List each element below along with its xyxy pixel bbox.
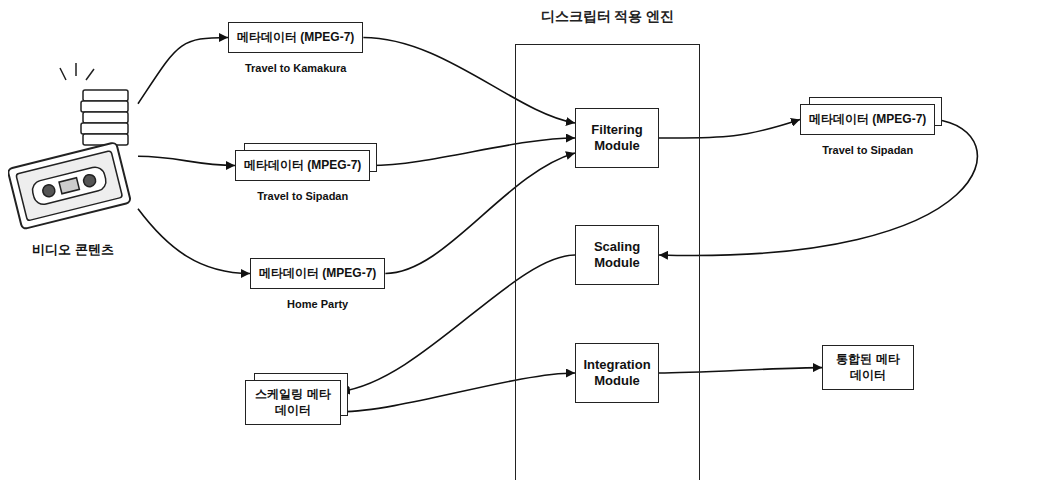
box-frame: 메타데이터 (MPEG-7) bbox=[235, 150, 370, 181]
flow-arrow bbox=[370, 138, 575, 166]
output-box: 통합된 메타데이터 bbox=[822, 345, 914, 390]
flow-arrow bbox=[138, 209, 250, 274]
box-label: 메타데이터 (MPEG-7) bbox=[259, 265, 376, 282]
box-caption: Travel to Kamakura bbox=[245, 62, 347, 74]
content-label: 비디오 콘텐츠 bbox=[32, 241, 114, 259]
module-box: Filtering Module bbox=[575, 108, 659, 168]
flow-arrow bbox=[138, 38, 228, 104]
video-content: 비디오 콘텐츠 bbox=[8, 60, 138, 259]
metadata-box: 메타데이터 (MPEG-7) Home Party bbox=[250, 258, 385, 310]
engine-box: 디스크립터 적용 엔진 Filtering ModuleScaling Modul… bbox=[515, 8, 700, 480]
box-label: 메타데이터 (MPEG-7) bbox=[244, 157, 361, 174]
module-label: Integration Module bbox=[582, 357, 652, 390]
box-label: 통합된 메타데이터 bbox=[831, 352, 905, 383]
box-label: 메타데이터 (MPEG-7) bbox=[809, 111, 926, 128]
flow-arrow bbox=[363, 38, 575, 124]
flow-arrow bbox=[138, 156, 235, 165]
module-label: Scaling Module bbox=[582, 239, 652, 272]
box-label: 메타데이터 (MPEG-7) bbox=[237, 29, 354, 46]
box-frame: 통합된 메타데이터 bbox=[822, 345, 914, 390]
metadata-box: 메타데이터 (MPEG-7) Travel to Kamakura bbox=[228, 22, 363, 74]
box-frame: 스케일링 메타데이터 bbox=[245, 380, 341, 425]
flow-arrow bbox=[341, 373, 575, 412]
box-caption: Home Party bbox=[287, 298, 348, 310]
box-frame: 메타데이터 (MPEG-7) bbox=[228, 22, 363, 53]
metadata-box: 메타데이터 (MPEG-7) Travel to Sipadan bbox=[235, 150, 370, 202]
metadata-box: 메타데이터 (MPEG-7) Travel to Sipadan bbox=[800, 104, 935, 156]
box-label: 스케일링 메타데이터 bbox=[254, 387, 332, 418]
tape-stack bbox=[81, 90, 128, 145]
box-frame: 메타데이터 (MPEG-7) bbox=[250, 258, 385, 289]
video-cassette bbox=[8, 142, 131, 229]
flow-arrow bbox=[659, 120, 800, 139]
sparkle-lines bbox=[60, 63, 94, 80]
box-caption: Travel to Sipadan bbox=[822, 144, 913, 156]
engine-title: 디스크립터 적용 엔진 bbox=[515, 8, 700, 26]
metadata-box: 스케일링 메타데이터 bbox=[245, 380, 341, 425]
box-frame: 메타데이터 (MPEG-7) bbox=[800, 104, 935, 135]
flow-arrow bbox=[659, 368, 822, 373]
module-box: Integration Module bbox=[575, 343, 659, 403]
box-caption: Travel to Sipadan bbox=[257, 190, 348, 202]
module-label: Filtering Module bbox=[582, 122, 652, 155]
video-illustration bbox=[8, 60, 138, 235]
flow-arrow bbox=[385, 153, 575, 274]
module-box: Scaling Module bbox=[575, 225, 659, 285]
flow-arrow bbox=[659, 120, 977, 256]
